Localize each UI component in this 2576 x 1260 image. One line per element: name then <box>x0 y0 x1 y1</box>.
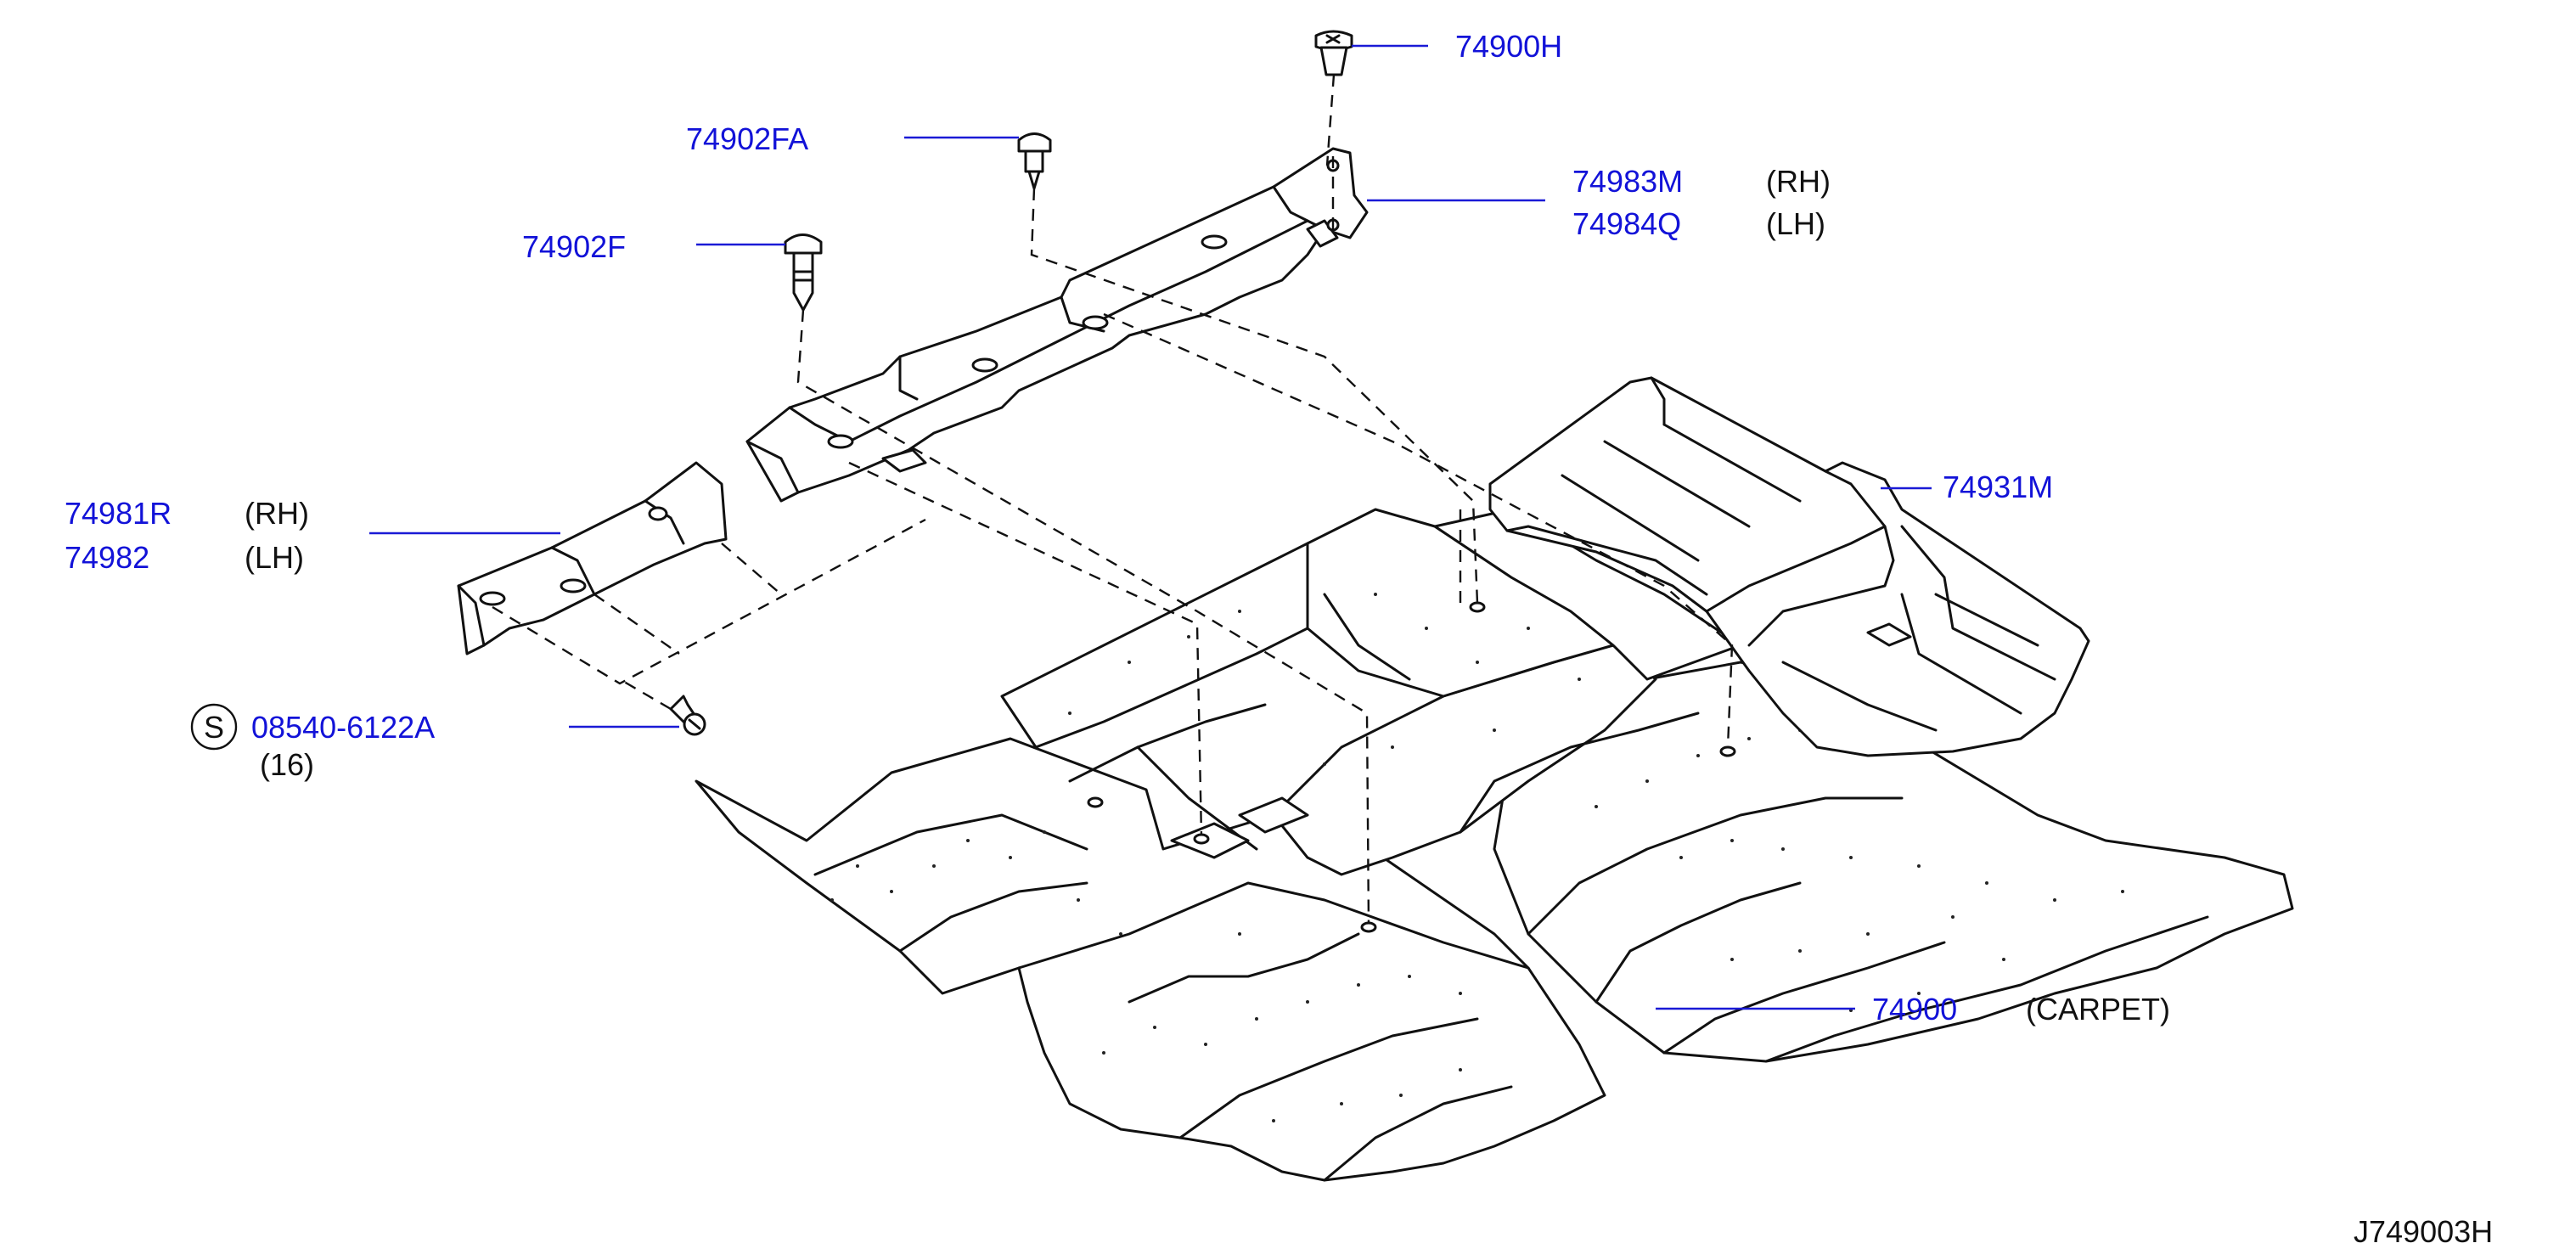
label-74902F[interactable]: 74902F <box>522 229 626 264</box>
label-74900H[interactable]: 74900H <box>1455 29 1562 64</box>
clip-74902F[interactable] <box>784 233 823 312</box>
label-74982[interactable]: 74982 <box>65 540 149 575</box>
screw-08540-6122A[interactable] <box>669 695 706 736</box>
standard-part-symbol: S <box>190 703 238 751</box>
figure-id: J749003H <box>2354 1214 2493 1249</box>
label-74984Q[interactable]: 74984Q <box>1572 206 1681 241</box>
carpet-texture <box>830 593 2124 1122</box>
drop-points <box>1087 601 1736 933</box>
label-74902FA[interactable]: 74902FA <box>686 121 808 156</box>
clip-74900H[interactable] <box>1314 30 1353 76</box>
screw-74902FA[interactable] <box>1017 132 1052 190</box>
note-74900-carpet: (CARPET) <box>2026 992 2170 1027</box>
label-08540-6122A[interactable]: 08540-6122A <box>251 710 435 745</box>
rear-mat-74931M[interactable] <box>1488 376 2090 757</box>
label-74931M[interactable]: 74931M <box>1943 470 2053 504</box>
carpet-74900[interactable] <box>695 508 2294 1182</box>
assembly-lines <box>492 74 1734 926</box>
qty-08540-6122A: (16) <box>260 747 314 782</box>
insulator-74983M-74984Q[interactable] <box>745 147 1369 503</box>
side-74983M: (RH) <box>1766 164 1831 199</box>
label-74981R[interactable]: 74981R <box>65 496 172 531</box>
leader-lines <box>369 44 1932 1010</box>
standard-part-letter: S <box>204 710 224 745</box>
side-74982: (LH) <box>245 540 304 575</box>
side-74984Q: (LH) <box>1766 206 1825 241</box>
insulator-74981R-74982[interactable] <box>457 461 728 655</box>
label-74983M[interactable]: 74983M <box>1572 164 1683 199</box>
label-74900[interactable]: 74900 <box>1872 992 1957 1027</box>
side-74981R: (RH) <box>245 496 309 531</box>
